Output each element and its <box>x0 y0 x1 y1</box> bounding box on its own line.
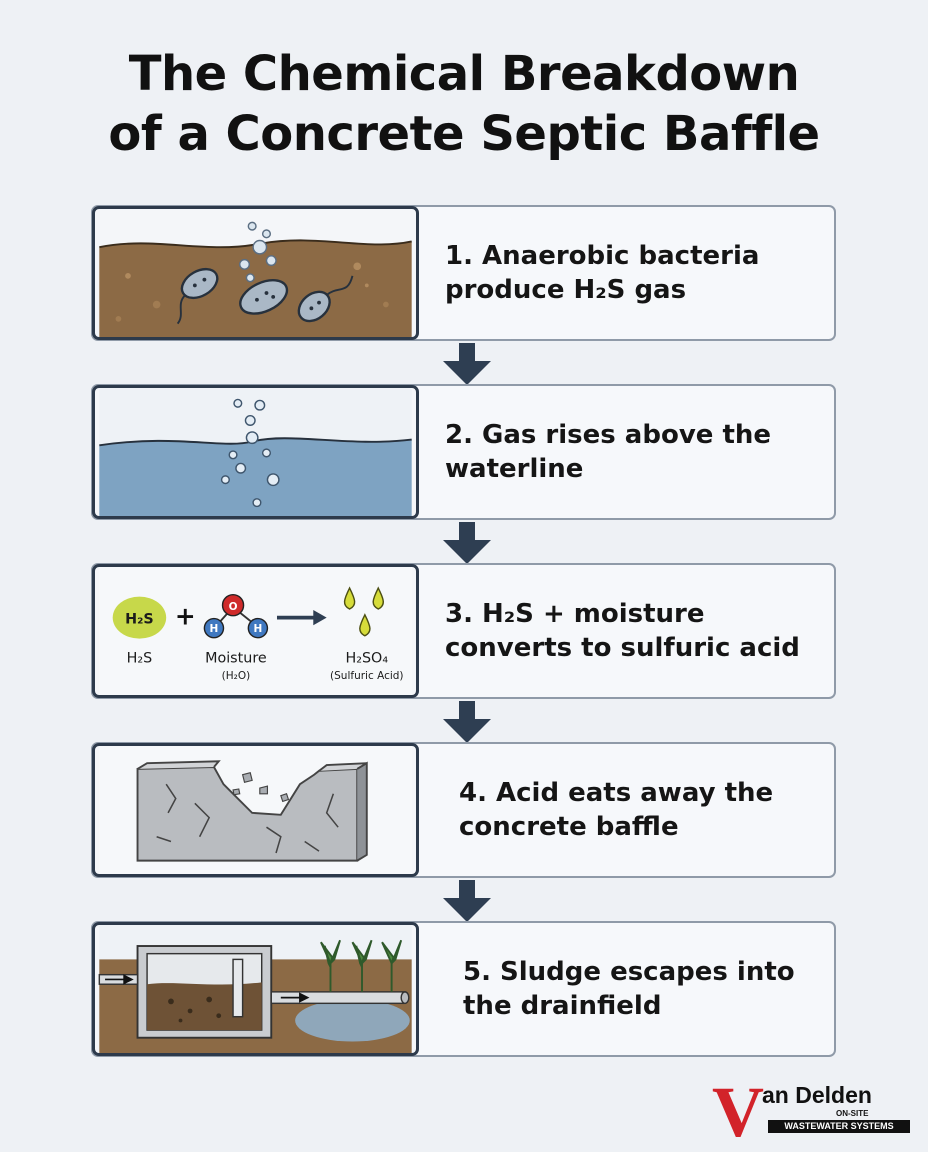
svg-text:H: H <box>253 623 262 635</box>
reaction-diagram: H₂S H₂S + O H H Moisture (H₂O) <box>99 567 412 695</box>
svg-text:H: H <box>210 623 219 635</box>
bacterium-icon <box>176 267 219 325</box>
down-arrow-icon <box>443 343 491 385</box>
step-card-3: H₂S H₂S + O H H Moisture (H₂O) <box>91 563 836 699</box>
acid-drops-icon <box>343 586 384 637</box>
step-card-2: 2. Gas rises above the waterline <box>91 384 836 520</box>
crumbling-concrete-image <box>99 746 412 874</box>
h2s-molecule-icon: H₂S <box>112 596 167 639</box>
logo-subtitle-2: WASTEWATER SYSTEMS <box>768 1120 910 1133</box>
title-line-2: of a Concrete Septic Baffle <box>108 106 820 162</box>
bacteria-sludge-image <box>99 209 412 337</box>
sulfuric-acid-formula: H₂SO₄ <box>345 651 388 667</box>
step-4-illustration <box>92 743 419 877</box>
step-2-text: 2. Gas rises above the waterline <box>445 420 772 484</box>
h2s-label: H₂S <box>127 651 153 667</box>
company-logo: V an Delden ON-SITE WASTEWATER SYSTEMS <box>710 1076 915 1144</box>
step-5-illustration <box>92 922 419 1056</box>
moisture-label: Moisture <box>205 651 267 667</box>
bacterium-icon <box>297 275 354 323</box>
svg-text:O: O <box>229 601 238 613</box>
logo-name: an Delden <box>762 1082 872 1108</box>
gas-bubbles-icon <box>220 398 280 508</box>
water-formula-label: (H₂O) <box>222 670 251 682</box>
plus-sign: + <box>175 601 196 630</box>
water-molecule-icon: O H H <box>203 593 269 639</box>
step-3-text: 3. H₂S + moisture converts to sulfuric a… <box>445 599 800 663</box>
svg-text:H₂S: H₂S <box>125 611 154 627</box>
step-1-text: 1. Anaerobic bacteria produce H₂S gas <box>445 241 760 305</box>
step-card-4: 4. Acid eats away the concrete baffle <box>91 742 836 878</box>
gas-bubbles-icon <box>239 221 277 283</box>
down-arrow-icon <box>443 701 491 743</box>
logo-subtitle-1: ON-SITE <box>836 1109 869 1118</box>
flow-arrows-icon <box>105 974 310 1003</box>
page-title: The Chemical Breakdown of a Concrete Sep… <box>0 44 928 164</box>
waterline-gas-image <box>99 388 412 516</box>
right-arrow-icon <box>276 609 327 626</box>
step-3-illustration: H₂S H₂S + O H H Moisture (H₂O) <box>92 564 419 698</box>
sulfuric-acid-label: (Sulfuric Acid) <box>330 670 403 682</box>
step-card-1: 1. Anaerobic bacteria produce H₂S gas <box>91 205 836 341</box>
logo-v-icon: V <box>712 1076 764 1144</box>
bacterium-icon <box>239 278 289 315</box>
down-arrow-icon <box>443 522 491 564</box>
septic-tank-drainfield-image <box>98 925 412 1053</box>
step-2-illustration <box>92 385 419 519</box>
down-arrow-icon <box>443 880 491 922</box>
plants-icon <box>320 939 403 992</box>
svg-text:V: V <box>712 1076 764 1144</box>
step-4-text: 4. Acid eats away the concrete baffle <box>459 778 774 842</box>
concrete-debris-icon <box>232 772 290 803</box>
title-line-1: The Chemical Breakdown <box>128 46 800 102</box>
step-5-text: 5. Sludge escapes into the drainfield <box>463 957 795 1021</box>
step-card-5: 5. Sludge escapes into the drainfield <box>91 921 836 1057</box>
step-1-illustration <box>92 206 419 340</box>
